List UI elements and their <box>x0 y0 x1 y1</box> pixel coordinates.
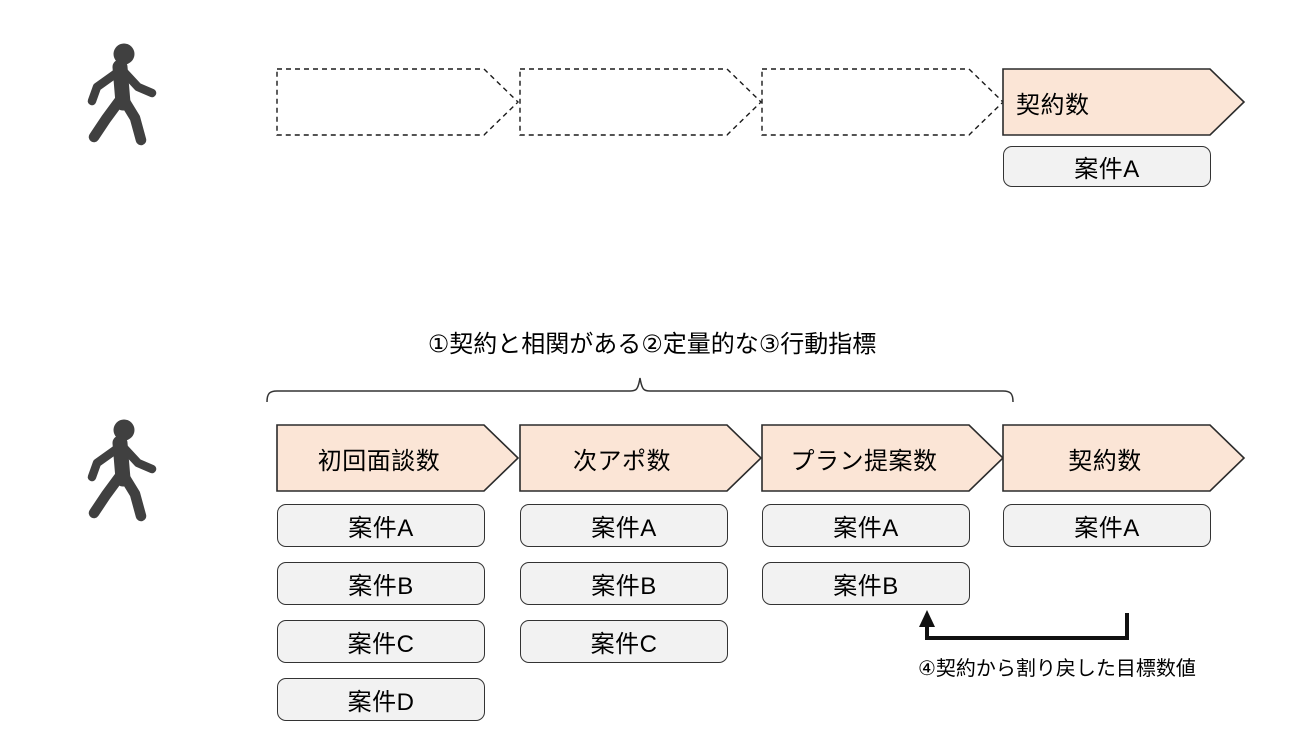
stage-chevron-contracts <box>1002 424 1246 492</box>
criteria-note: ①契約と相関がある②定量的な③行動指標 <box>427 331 877 358</box>
stage-label-next-appointments: 次アポ数 <box>573 447 671 475</box>
deal-box: 案件A <box>1003 146 1211 187</box>
deal-box: 案件A <box>277 504 485 547</box>
walking-person-icon <box>87 419 157 522</box>
empty-stage-chevron-2 <box>519 68 763 136</box>
deal-box: 案件C <box>277 620 485 663</box>
deal-box: 案件A <box>762 504 970 547</box>
stage-label-first-meetings: 初回面談数 <box>317 447 441 475</box>
deal-box: 案件A <box>1003 504 1211 547</box>
stage-label-contracts-top: 契約数 <box>1016 91 1090 119</box>
stage-chevron-first-meetings <box>276 424 520 492</box>
deal-box: 案件C <box>520 620 728 663</box>
deal-box: 案件B <box>520 562 728 605</box>
stage-chevron-next-appointments <box>519 424 763 492</box>
deal-box: 案件B <box>277 562 485 605</box>
backsolve-arrow <box>919 610 1129 640</box>
stage-chevron-contracts-top <box>1002 68 1246 136</box>
stage-chevron-plan-proposals <box>761 424 1005 492</box>
stage-label-plan-proposals: プラン提案数 <box>790 447 938 475</box>
brace <box>266 377 1014 403</box>
deal-box: 案件D <box>277 678 485 721</box>
walking-person-icon <box>87 43 157 146</box>
deal-box: 案件A <box>520 504 728 547</box>
backsolve-note: ④契約から割り戻した目標数値 <box>918 658 1196 680</box>
stage-label-contracts: 契約数 <box>1068 447 1142 475</box>
deal-box: 案件B <box>762 562 970 605</box>
empty-stage-chevron-3 <box>761 68 1005 136</box>
empty-stage-chevron-1 <box>276 68 520 136</box>
